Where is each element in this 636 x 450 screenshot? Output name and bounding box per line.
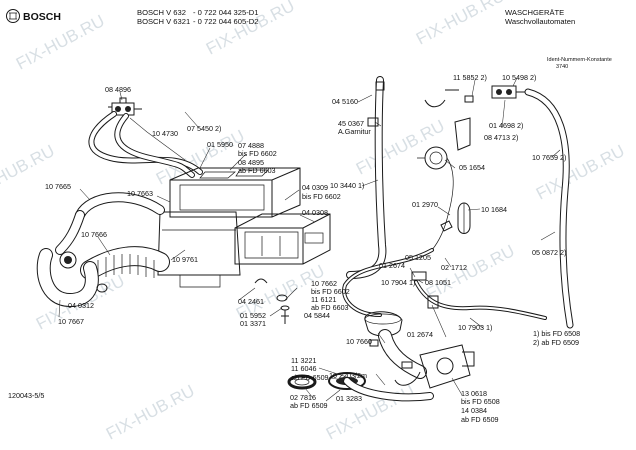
part-label: bis FD 6508 [461, 397, 500, 406]
siphon-elbow [36, 248, 108, 307]
part-label: 04 2461 [238, 297, 264, 306]
part-label: 10 3440 1) [330, 181, 364, 190]
part-label: ab FD 6603 [311, 303, 349, 312]
part-label: 04 5160 [332, 97, 358, 106]
ident-value: 3740 [556, 64, 568, 70]
filter-cap [328, 372, 434, 402]
part-label: A.Garnitur [338, 127, 371, 136]
part-label: 04 0309 [302, 183, 328, 192]
detergent-drawer [234, 213, 331, 265]
part-label: 04 0308 [302, 208, 328, 217]
drain-bellows-hose [80, 246, 170, 280]
part-label: 10 5498 2) [502, 73, 536, 82]
part-label: 01 2674 [407, 330, 433, 339]
diagram-artwork [36, 76, 574, 402]
part-label: bis FD 6602 [238, 149, 277, 158]
overflow-hose [346, 76, 387, 279]
part-label: ab FD 6603 [238, 166, 276, 175]
screw [280, 305, 290, 324]
inlet-valve-right [464, 85, 528, 103]
part-label: 02 7816 [290, 393, 316, 402]
callout-labels: 08 4896 10 4730 07 5450 2) 01 5950 07 48… [45, 73, 566, 424]
hose-clamp-lower [369, 339, 413, 369]
watermark-text: FIX-HUB.RU [0, 141, 58, 203]
part-label: 11 6046 [291, 364, 316, 373]
part-label: 14 0384 [461, 406, 487, 415]
inlet-hoses [88, 111, 203, 178]
part-label: ab FD 6509 [290, 401, 328, 410]
part-label: 10 7666 [81, 230, 107, 239]
part-label: 01 2970 [412, 200, 438, 209]
part-label: 01 5950 [207, 140, 233, 149]
model-number-1: - 0 722 044 325-D1 [193, 8, 258, 17]
part-label: 08 4896 [105, 85, 131, 94]
leader-lines [58, 77, 561, 402]
part-label: 01 3283 [336, 394, 362, 403]
part-label: 45 0367 [338, 119, 364, 128]
model-name-1: BOSCH V 632 [137, 8, 186, 17]
part-label: 13 0618 [461, 389, 487, 398]
part-label: 10 1684 [481, 205, 507, 214]
part-label: 10 2203/2m [329, 371, 367, 380]
part-label: 10 7904 1) [381, 278, 415, 287]
tubing [342, 220, 547, 320]
part-label: 11 6121 [311, 295, 336, 304]
model-number-2: - 0 722 044 605-D2 [193, 17, 258, 26]
watermark-text: FIX-HUB.RU [423, 241, 518, 303]
detergent-housing [169, 167, 301, 218]
part-label: 04 5844 [304, 311, 330, 320]
part-label: 04 0312 [68, 301, 94, 310]
model-name-2: BOSCH V 6321 [137, 17, 190, 26]
part-label: 10 7659 2) [532, 153, 566, 162]
upper-drain-hose [55, 192, 165, 255]
part-label: 01 5952 [240, 311, 266, 320]
brand-name: BOSCH [23, 11, 61, 23]
footnote-2: 2) ab FD 6509 [533, 338, 579, 347]
part-label: 10 7665 [45, 182, 71, 191]
hose-clip [457, 202, 471, 234]
mounting-bracket [424, 89, 471, 151]
part-label: 11 3221 [291, 356, 316, 365]
part-label: 01 3371 [240, 319, 266, 328]
part-label: 01 4698 2) [489, 121, 523, 130]
part-label: ab FD 6509 [291, 373, 329, 382]
category-subtitle: Waschvollautomaten [505, 17, 575, 26]
part-label: 10 9761 [172, 255, 198, 264]
category-title: WASCHGERÄTE [505, 8, 564, 17]
watermark-text: FIX-HUB.RU [103, 381, 198, 443]
watermark-text: FIX-HUB.RU [413, 0, 508, 49]
sheet-code: 120043-5/5 [8, 391, 44, 400]
part-label: 10 7662 [311, 279, 337, 288]
watermark-text: FIX-HUB.RU [533, 141, 628, 203]
part-label: 10 7660 [346, 337, 372, 346]
part-label: 01 2674 [379, 261, 405, 270]
part-label: 05 1654 [459, 163, 485, 172]
supply-hose-right [524, 88, 574, 329]
part-label: 10 7667 [58, 317, 84, 326]
sump-tank [157, 211, 241, 288]
part-label: 05 0872 2) [532, 248, 566, 257]
filter-seal-ring [287, 374, 317, 390]
drain-pump [364, 311, 475, 389]
part-label: 10 4730 [152, 129, 178, 138]
part-label: 08 1051 [425, 278, 451, 287]
part-label: 07 4888 [238, 141, 264, 150]
footnote-1: 1) bis FD 6508 [533, 329, 580, 338]
part-label: 08 4895 [238, 158, 264, 167]
part-label: 02 1712 [441, 263, 467, 272]
part-label: 10 7663 [127, 189, 153, 198]
part-label: 10 7903 1) [458, 323, 492, 332]
pressure-switch [417, 146, 454, 251]
ident-label: Ident-Nummern-Konstante [547, 57, 612, 63]
part-label: bis FD 6602 [302, 192, 341, 201]
part-label: bis FD 6602 [311, 287, 350, 296]
part-label: 05 1205 [405, 253, 431, 262]
part-label: 11 5852 2) [453, 73, 487, 82]
part-label: 07 5450 2) [187, 124, 221, 133]
part-label: ab FD 6509 [461, 415, 499, 424]
part-label: 08 4713 2) [484, 133, 518, 142]
bosch-logo [6, 9, 20, 23]
